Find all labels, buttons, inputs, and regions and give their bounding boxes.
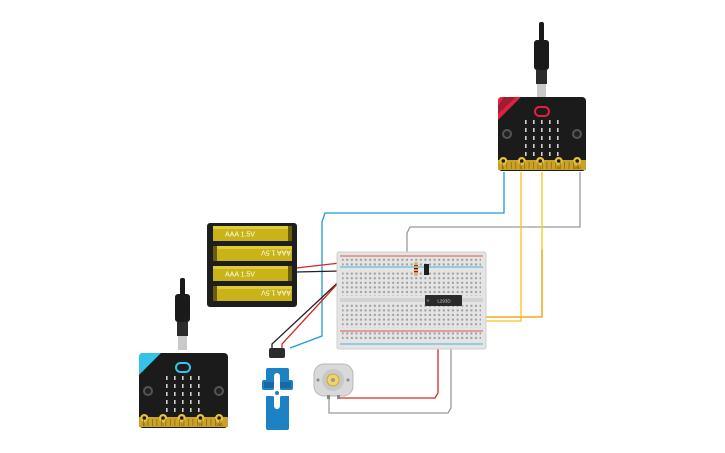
led (174, 376, 176, 380)
led (182, 376, 184, 380)
chip-label: L293D (437, 299, 451, 304)
led (533, 128, 535, 132)
pin-label: 1 (521, 166, 523, 170)
pin-label: 0 (143, 423, 145, 427)
wire-orange-en[interactable] (466, 250, 543, 318)
pin-label: GND (216, 423, 224, 427)
led (198, 392, 200, 396)
battery-label: AAA 1.5V (225, 272, 255, 279)
led (166, 376, 168, 380)
battery-cell: AAA 1.5V (213, 246, 292, 261)
logo-icon (175, 362, 191, 373)
motor-icon[interactable] (313, 363, 354, 399)
wire-gray-gnd-top[interactable] (406, 172, 581, 266)
led (174, 384, 176, 388)
led (549, 144, 551, 148)
led (557, 152, 559, 156)
led (525, 120, 527, 124)
battery-label: AAA 1.5V (261, 289, 291, 296)
battery-label: AAA 1.5V (225, 232, 255, 239)
led (541, 144, 543, 148)
microbit-corner-accent (139, 353, 161, 375)
led (190, 400, 192, 404)
led (549, 128, 551, 132)
microbit-corner-accent (498, 97, 521, 120)
button-a-icon[interactable] (502, 129, 512, 139)
led (525, 144, 527, 148)
battery-label: AAA 1.5V (261, 249, 291, 256)
led-matrix (525, 120, 559, 156)
breadboard[interactable]: L293D (336, 251, 487, 350)
led (533, 144, 535, 148)
servo-icon[interactable] (262, 348, 293, 430)
microbit-bottom[interactable]: 0 1 2 3V GND (139, 278, 228, 428)
led (182, 384, 184, 388)
usb-cable-icon (534, 22, 549, 98)
led-matrix (166, 376, 200, 412)
led (174, 400, 176, 404)
led (533, 152, 535, 156)
led (557, 136, 559, 140)
led (190, 408, 192, 412)
led (190, 376, 192, 380)
edge-connector: 0 1 2 3V GND (139, 414, 228, 427)
led (198, 400, 200, 404)
led (541, 120, 543, 124)
led (541, 136, 543, 140)
led (190, 392, 192, 396)
pin-label: 2 (181, 423, 183, 427)
transistor[interactable] (424, 264, 429, 275)
led (541, 128, 543, 132)
button-b-icon[interactable] (214, 386, 224, 396)
led (182, 408, 184, 412)
led (166, 400, 168, 404)
usb-cable-icon (175, 278, 190, 350)
led (549, 152, 551, 156)
battery-pack[interactable]: AAA 1.5V AAA 1.5V AAA 1.5V AAA 1.5V (207, 223, 297, 307)
resistor[interactable] (414, 262, 418, 276)
led (190, 384, 192, 388)
battery-cell: AAA 1.5V (213, 286, 292, 301)
logo-icon (534, 106, 550, 117)
l293d-chip[interactable]: L293D (425, 295, 462, 306)
button-b-icon[interactable] (572, 129, 582, 139)
wire-blue-signal[interactable] (289, 172, 505, 349)
led (166, 392, 168, 396)
wire-motor-gray[interactable] (328, 320, 452, 414)
battery-cell: AAA 1.5V (213, 266, 292, 281)
led (174, 392, 176, 396)
led (557, 128, 559, 132)
led (557, 120, 559, 124)
led (541, 152, 543, 156)
led (549, 136, 551, 140)
servo-horn (263, 373, 292, 409)
led (174, 408, 176, 412)
pin-label: GND (574, 166, 582, 170)
battery-cell: AAA 1.5V (213, 226, 292, 241)
pin-label: 0 (502, 166, 504, 170)
wire-motor-red[interactable] (338, 320, 439, 399)
led (166, 408, 168, 412)
edge-connector: 0 1 2 3V GND (498, 157, 586, 170)
led (182, 392, 184, 396)
pin-label: 1 (162, 423, 164, 427)
pin-label: 2 (539, 166, 541, 170)
led (525, 136, 527, 140)
led (198, 376, 200, 380)
led (533, 136, 535, 140)
button-a-icon[interactable] (143, 386, 153, 396)
led (525, 152, 527, 156)
led (198, 384, 200, 388)
pin-label: 3V (557, 166, 562, 170)
pin-label: 3V (198, 423, 203, 427)
led (525, 128, 527, 132)
microbit-top[interactable]: 0 1 2 3V GND (498, 22, 586, 171)
led (557, 144, 559, 148)
led (549, 120, 551, 124)
led (166, 384, 168, 388)
led (198, 408, 200, 412)
led (182, 400, 184, 404)
led (533, 120, 535, 124)
